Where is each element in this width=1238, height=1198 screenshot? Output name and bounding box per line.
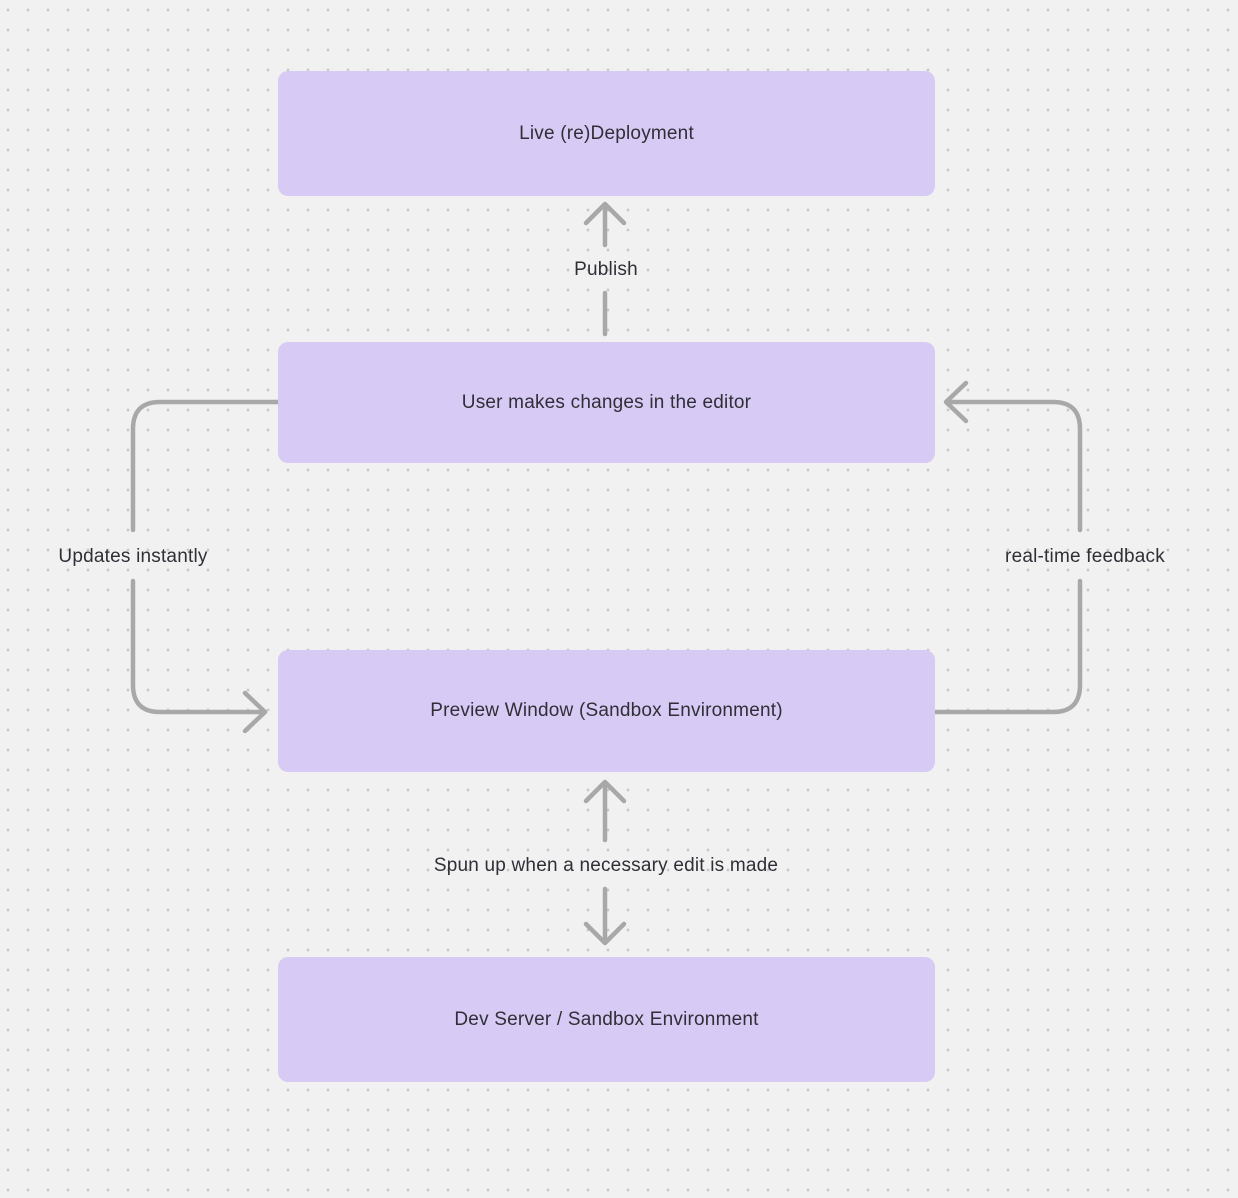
edge-label-updates-instantly[interactable]: Updates instantly (58, 546, 208, 567)
arrow-updates-head-right (242, 690, 268, 734)
arrow-feedback-segment-upper (945, 399, 1083, 533)
node-dev-server-label: Dev Server / Sandbox Environment (454, 1008, 759, 1030)
node-user-makes-changes[interactable]: User makes changes in the editor (278, 342, 935, 463)
arrow-spun-up[interactable] (583, 779, 627, 946)
node-live-redeployment-label: Live (re)Deployment (519, 122, 694, 144)
arrow-updates-segment-lower (130, 578, 265, 715)
arrow-spunup-head-up (583, 779, 627, 804)
node-user-makes-changes-label: User makes changes in the editor (461, 391, 752, 413)
arrow-publish[interactable] (583, 201, 627, 337)
arrow-spunup-head-down (583, 921, 627, 946)
edge-label-publish[interactable]: Publish (574, 259, 638, 280)
arrow-feedback-segment-lower (932, 578, 1083, 715)
edge-label-realtime-feedback[interactable]: real-time feedback (1005, 546, 1165, 567)
edge-label-spun-up[interactable]: Spun up when a necessary edit is made (433, 855, 779, 876)
node-live-redeployment[interactable]: Live (re)Deployment (278, 71, 935, 196)
arrow-publish-head-up (583, 201, 627, 226)
node-preview-window[interactable]: Preview Window (Sandbox Environment) (278, 650, 935, 772)
arrow-updates-instantly[interactable] (130, 399, 281, 734)
arrow-updates-segment-upper (130, 399, 281, 533)
arrow-realtime-feedback[interactable] (932, 380, 1083, 715)
node-dev-server[interactable]: Dev Server / Sandbox Environment (278, 957, 935, 1082)
node-preview-window-label: Preview Window (Sandbox Environment) (430, 700, 783, 721)
arrow-feedback-head-left (943, 380, 969, 424)
